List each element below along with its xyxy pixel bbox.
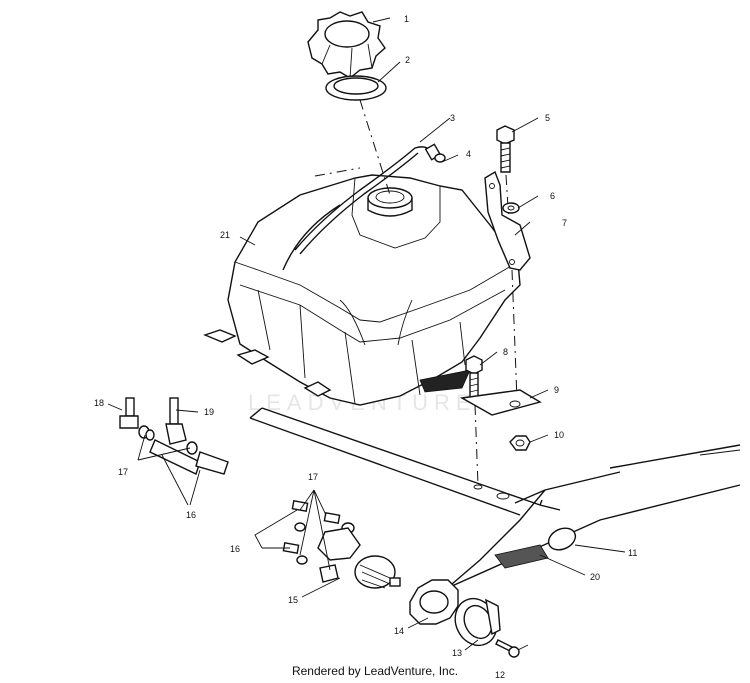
callout-1: 1 bbox=[404, 14, 409, 24]
clamp-screw bbox=[495, 639, 520, 658]
bolt-top bbox=[496, 125, 515, 173]
leader-lines bbox=[107, 17, 626, 651]
callout-8: 8 bbox=[503, 347, 508, 357]
lock-nut bbox=[509, 435, 531, 451]
washer bbox=[502, 202, 520, 214]
tube-clamp bbox=[454, 597, 501, 647]
elbow-fitting bbox=[119, 397, 155, 441]
callout-16-upper: 16 bbox=[186, 510, 196, 520]
centerline-cap bbox=[359, 99, 391, 196]
callout-14: 14 bbox=[394, 626, 404, 636]
tee-fitting bbox=[165, 397, 198, 455]
callout-16-lower: 16 bbox=[230, 544, 240, 554]
tank-bracket bbox=[484, 170, 531, 271]
callout-17-lower: 17 bbox=[308, 472, 318, 482]
callout-10: 10 bbox=[554, 430, 564, 440]
centerline-vent bbox=[314, 167, 361, 177]
callout-2: 2 bbox=[405, 55, 410, 65]
vent-hose bbox=[294, 146, 431, 251]
centerline-lower bbox=[474, 404, 479, 486]
fuel-hose-upper bbox=[149, 439, 229, 475]
fuel-valve-assembly bbox=[282, 500, 401, 589]
lock-ring bbox=[409, 579, 459, 625]
callout-5: 5 bbox=[545, 113, 550, 123]
callout-9: 9 bbox=[554, 385, 559, 395]
vent-fitting bbox=[424, 143, 446, 163]
frame-plate bbox=[249, 407, 561, 516]
callout-6: 6 bbox=[550, 191, 555, 201]
callout-labels: 1 2 3 4 5 6 7 8 9 10 11 12 13 14 15 16 1… bbox=[94, 14, 637, 680]
callout-13: 13 bbox=[452, 648, 462, 658]
frame-plug bbox=[547, 527, 577, 551]
callout-12: 12 bbox=[495, 670, 505, 680]
fuel-tank bbox=[202, 174, 521, 406]
callout-20: 20 bbox=[590, 572, 600, 582]
callout-3: 3 bbox=[450, 113, 455, 123]
callout-17-upper: 17 bbox=[118, 467, 128, 477]
tank-shadow bbox=[419, 369, 471, 393]
callout-15: 15 bbox=[288, 595, 298, 605]
callout-19: 19 bbox=[204, 407, 214, 417]
render-credit: Rendered by LeadVenture, Inc. bbox=[291, 664, 459, 678]
callout-11: 11 bbox=[628, 548, 637, 558]
fuel-cap bbox=[307, 11, 386, 79]
frame-tube bbox=[442, 444, 741, 591]
decal bbox=[494, 544, 549, 569]
callout-18: 18 bbox=[94, 398, 104, 408]
callout-21: 21 bbox=[220, 230, 230, 240]
lower-bracket bbox=[459, 389, 542, 416]
callout-7: 7 bbox=[562, 218, 567, 228]
cap-gasket bbox=[325, 75, 387, 101]
callout-4: 4 bbox=[466, 149, 471, 159]
